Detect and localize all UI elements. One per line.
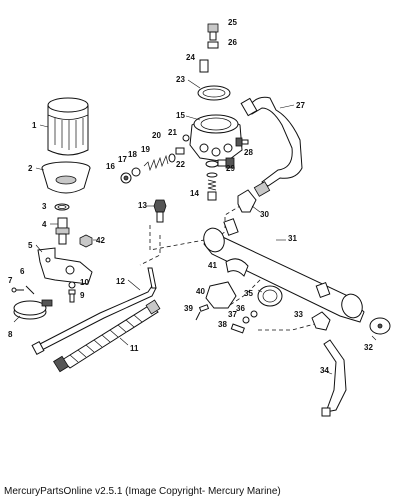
callout-35: 35 [244,289,253,298]
callout-16: 16 [106,162,115,171]
corrugated-hose-part [53,299,161,373]
callout-13: 13 [138,201,147,210]
callout-18: 18 [128,150,137,159]
callout-29: 29 [226,164,235,173]
callout-2: 2 [28,164,33,173]
callout-31: 31 [288,234,297,243]
oil-cooler-part [203,218,365,323]
plug-20-part [175,147,185,155]
callout-4: 4 [42,220,47,229]
o-ring-part [54,203,70,211]
callout-21: 21 [168,128,177,137]
callout-34: 34 [320,366,329,375]
callout-3: 3 [42,202,47,211]
fitting-part [55,217,70,245]
copyright-footer: MercuryPartsOnline v2.5.1 (Image Copyrig… [4,486,281,497]
callout-8: 8 [8,330,13,339]
fitting-25-part [207,23,219,41]
callout-9: 9 [80,291,85,300]
callout-22: 22 [176,160,185,169]
fitting-29-part [217,157,235,169]
o-ring-22-part [205,160,219,168]
callout-12: 12 [116,277,125,286]
callout-24: 24 [186,53,195,62]
washer-36-part [250,310,258,318]
gasket-ring-part [197,85,231,101]
plug-part [120,172,132,184]
callout-23: 23 [176,75,185,84]
fitting-26-part [207,41,219,49]
end-cap-part [369,317,391,335]
filter-adapter-part [41,161,91,194]
sensor-fitting-part [153,199,167,223]
callout-20: 20 [152,131,161,140]
callout-6: 6 [20,267,25,276]
screw-part [11,285,35,295]
callout-30: 30 [260,210,269,219]
valve-spring-part [143,153,176,172]
callout-28: 28 [244,148,253,157]
hose-34-part [321,339,347,417]
washer-part [68,281,76,289]
callout-42: 42 [96,236,105,245]
callout-1: 1 [32,121,37,130]
bracket-part [37,247,93,285]
callout-36: 36 [236,304,245,313]
nut-37-part [242,316,250,324]
callout-39: 39 [184,304,193,313]
callout-14: 14 [190,189,199,198]
callout-37: 37 [228,310,237,319]
callout-10: 10 [80,278,89,287]
bracket-41-part [225,258,249,277]
callout-25: 25 [228,18,237,27]
callout-27: 27 [296,101,305,110]
filter-housing-part [189,114,243,163]
o-ring-3-mid-part [206,172,218,178]
callout-41: 41 [208,261,217,270]
fitting-24-part [199,59,209,73]
callout-33: 33 [294,310,303,319]
seal-part [131,167,141,177]
callout-17: 17 [118,155,127,164]
callout-7: 7 [8,276,13,285]
hose-part [31,267,157,355]
callout-26: 26 [228,38,237,47]
bracket-40-part [205,281,237,309]
elbow-part [237,189,257,213]
callout-19: 19 [141,145,150,154]
spacer-38-part [230,323,245,334]
callout-32: 32 [364,343,373,352]
clamp-part [13,299,53,320]
fitting-21-part [182,134,190,142]
callout-40: 40 [196,287,205,296]
hose-27-part [240,96,303,197]
callout-11: 11 [130,344,139,353]
nut-part [79,234,93,248]
callout-15: 15 [176,111,185,120]
clamp-35-part [257,285,283,307]
callout-5: 5 [28,241,33,250]
spring-14-part [207,179,217,201]
elbow-33-part [311,311,331,331]
callout-38: 38 [218,320,227,329]
bolt-part [68,289,76,303]
oil-filter-part [47,97,89,156]
fitting-28-part [235,137,249,147]
screw-39-part [195,304,210,321]
